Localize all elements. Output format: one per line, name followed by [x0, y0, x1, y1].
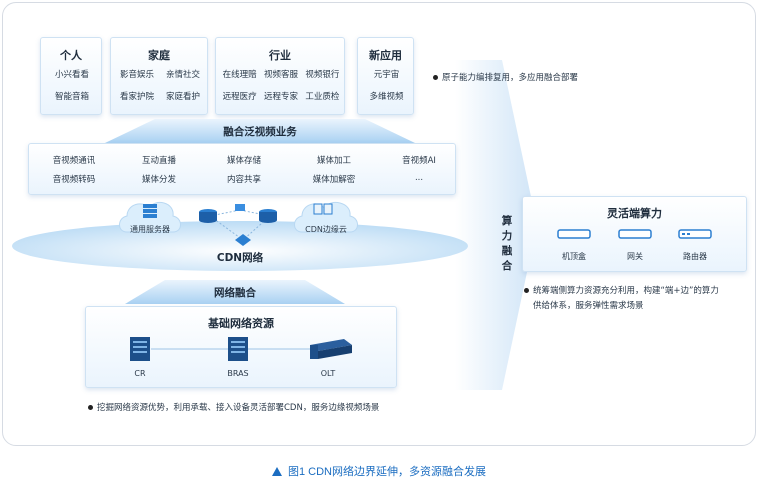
edge-device-label: 路由器 [683, 252, 707, 261]
cdn-network-label: CDN网络 [216, 252, 264, 264]
category-item: 看家护院 [119, 92, 154, 102]
category-card: 家庭影音娱乐 亲情社交看家护院 家庭看护 [110, 37, 208, 115]
compute-fusion-char: 合 [501, 260, 513, 272]
category-title: 行业 [269, 49, 291, 62]
fusion-service-item: 音视频转码 [52, 175, 96, 185]
router-bras-icon [228, 337, 248, 361]
router-cr-icon [130, 337, 150, 361]
note-bottom-right: 统筹端侧算力资源充分利用，构建“端+边”的算力 供给体系，服务弹性需求场景 [524, 284, 719, 314]
base-device-label: OLT [320, 369, 336, 378]
compute-fusion-char: 力 [501, 230, 513, 242]
edge-cloud-cloud [294, 201, 358, 233]
edge-compute-card: 灵活端算力 机顶盒 网关 路由器 [522, 196, 747, 272]
base-network-title: 基础网络资源 [208, 317, 274, 330]
fusion-service-item: 音视频通讯 [52, 156, 96, 166]
base-device-label: BRAS [227, 369, 249, 378]
category-item: 工业质检 [305, 92, 340, 102]
category-item: 智能音箱 [54, 92, 89, 102]
fusion-service-item: 媒体存储 [226, 156, 261, 166]
category-item: 亲情社交 [165, 70, 200, 80]
compute-fusion-char: 算 [501, 215, 513, 227]
network-fusion-label: 网络融合 [214, 287, 256, 299]
fusion-service-item: ... [414, 173, 424, 183]
category-item: 多维视频 [369, 92, 404, 102]
figure-caption: 图1 CDN网络边界延伸，多资源融合发展 [0, 463, 758, 479]
category-item: 小兴看看 [54, 70, 89, 80]
category-item: 视频银行 [305, 70, 340, 80]
edge-compute-title: 灵活端算力 [607, 207, 662, 220]
gateway-icon [618, 229, 652, 239]
edge-device-label: 网关 [627, 252, 643, 261]
base-network-card: 基础网络资源 CR BRAS OLT [85, 306, 397, 388]
fusion-service-item: 媒体加解密 [312, 175, 356, 185]
category-title: 新应用 [369, 49, 402, 62]
general-server-cloud [119, 201, 181, 233]
fusion-service-item: 互动直播 [141, 156, 176, 166]
category-card: 个人小兴看看智能音箱 [40, 37, 102, 115]
category-title: 家庭 [148, 49, 170, 62]
category-title: 个人 [60, 49, 82, 62]
set-top-box-icon [557, 229, 591, 239]
category-card: 新应用元宇宙多维视频 [357, 37, 414, 115]
note-top-right: 原子能力编排复用，多应用融合部署 [433, 71, 578, 83]
note-bottom-left: 挖掘网络资源优势，利用承载、接入设备灵活部署CDN，服务边缘视频场景 [88, 401, 379, 413]
cdn-cluster-icon [199, 204, 277, 246]
category-item: 元宇宙 [373, 70, 400, 80]
compute-fusion-label: 算力融合 [497, 214, 517, 274]
bullet-icon [524, 288, 529, 293]
fusion-service-title: 融合泛视频业务 [223, 126, 297, 138]
compute-fusion-char: 融 [501, 245, 513, 257]
category-item: 视频客服 [263, 70, 298, 80]
compute-fusion-arrow [455, 60, 537, 390]
edge-device-label: 机顶盒 [562, 252, 586, 261]
base-device-label: CR [134, 369, 146, 378]
edge-cloud-label: CDN边缘云 [305, 225, 347, 234]
fusion-service-card: 音视频通讯 互动直播 媒体存储 媒体加工 音视频AI 音视频转码 媒体分发 内容共享 媒体加解… [28, 143, 456, 195]
fusion-service-item: 媒体加工 [316, 156, 351, 166]
triangle-icon [271, 467, 282, 476]
fusion-service-item: 媒体分发 [141, 175, 176, 185]
fusion-service-item: 音视频AI [402, 156, 436, 166]
category-item: 影音娱乐 [119, 70, 154, 80]
cdn-network-ellipse [12, 221, 468, 271]
category-item: 家庭看护 [165, 92, 200, 102]
bullet-icon [88, 405, 93, 410]
category-card: 行业在线理赔视频客服视频银行远程医疗远程专家工业质检 [215, 37, 345, 115]
fusion-arrow [105, 119, 415, 143]
router-icon [678, 229, 712, 239]
network-fusion-arrow [125, 280, 345, 304]
general-server-label: 通用服务器 [130, 225, 170, 234]
bullet-icon [433, 75, 438, 80]
category-item: 在线理赔 [222, 70, 257, 80]
category-item: 远程专家 [263, 92, 298, 102]
fusion-service-item: 内容共享 [226, 175, 261, 185]
category-item: 远程医疗 [222, 92, 257, 102]
olt-icon [310, 339, 352, 359]
